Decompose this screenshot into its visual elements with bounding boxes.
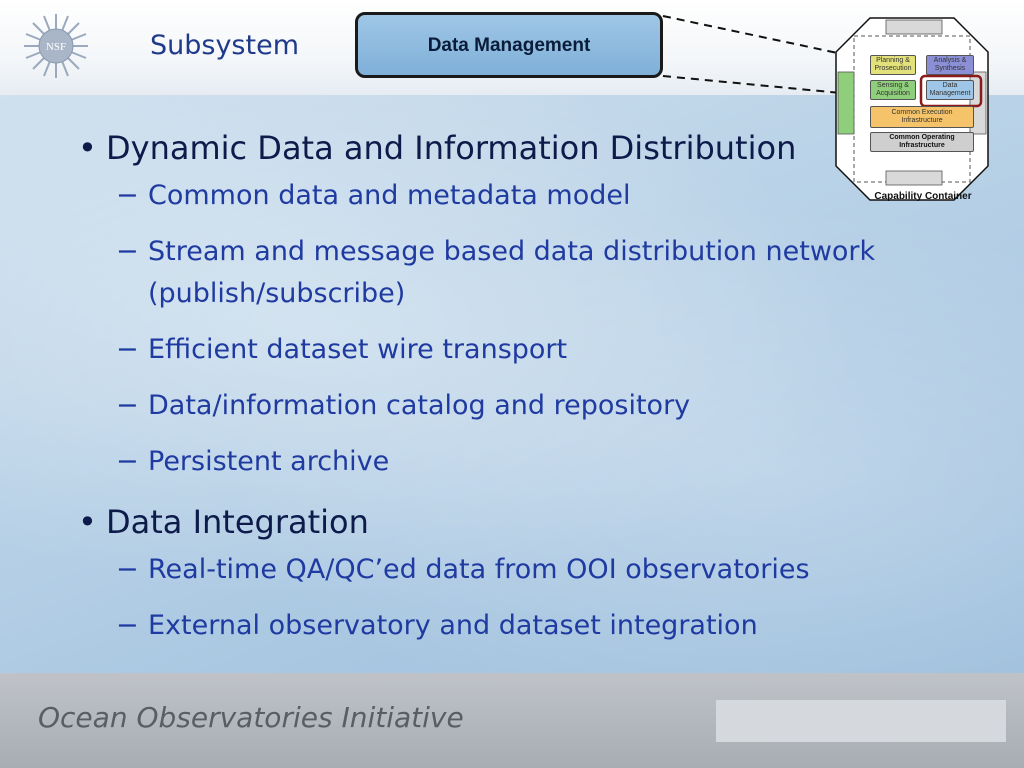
analysis-box: Analysis & Synthesis: [926, 55, 974, 75]
capability-container-label: Capability Container: [874, 191, 972, 202]
bullet-list: Dynamic Data and Information Distributio…: [78, 129, 998, 661]
bullet-level2: −Data/information catalog and repository: [116, 390, 691, 421]
bullet-level1: Data Integration: [78, 503, 998, 541]
bullet-level2: −Efficient dataset wire transport: [116, 334, 568, 365]
content-area: Dynamic Data and Information Distributio…: [0, 95, 1024, 673]
sensing-box: Sensing & Acquisition: [870, 80, 916, 100]
data-management-callout: Data Management: [355, 12, 663, 78]
common-execution-infrastructure-box: Common Execution Infrastructure: [870, 106, 974, 128]
bullet-level2: −Common data and metadata model: [116, 180, 631, 211]
svg-text:NSF: NSF: [46, 41, 66, 53]
bullet-level2: −Real-time QA/QC’ed data from OOI observ…: [116, 554, 810, 585]
slide-footer: Ocean Observatories Initiative: [0, 673, 1024, 768]
common-operating-infrastructure-box: Common Operating Infrastructure: [870, 132, 974, 152]
footer-text: Ocean Observatories Initiative: [38, 701, 464, 734]
bullet-level2: −Stream and message based data distribut…: [116, 236, 876, 309]
nsf-logo-icon: NSF: [24, 14, 88, 78]
slide-title: Subsystem: [150, 30, 300, 61]
planning-box: Planning & Prosecution: [870, 55, 916, 75]
callout-label: Data Management: [427, 35, 591, 56]
footer-panel: [716, 700, 1006, 742]
bullet-level1: Dynamic Data and Information Distributio…: [78, 129, 998, 167]
bullet-level2: −Persistent archive: [116, 446, 390, 477]
data-management-box: Data Management: [926, 80, 974, 100]
bullet-level2: −External observatory and dataset integr…: [116, 610, 758, 641]
